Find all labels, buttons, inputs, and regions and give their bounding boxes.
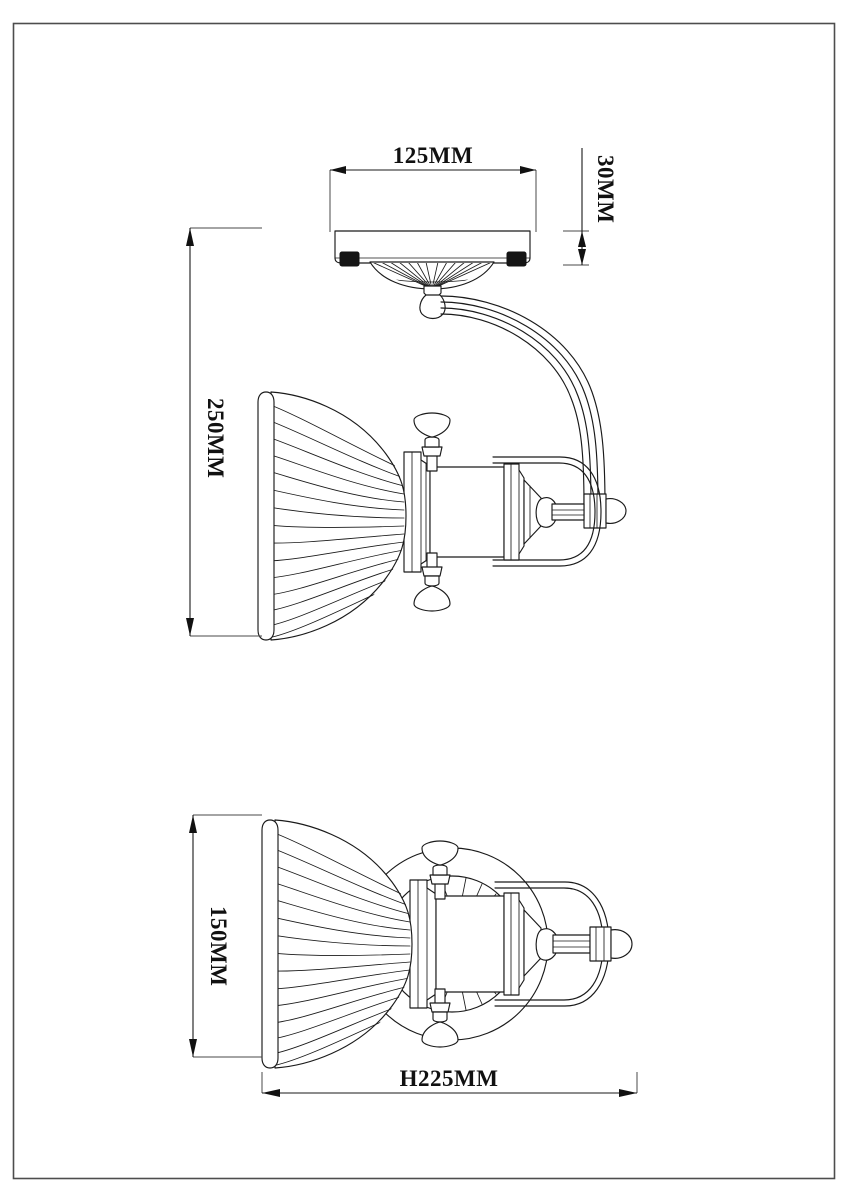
socket-sleeve-front bbox=[503, 892, 525, 996]
connecting-tube-front bbox=[552, 934, 591, 954]
shade-collar-front bbox=[409, 879, 437, 1009]
dim-label-fixture-height: 150MM bbox=[206, 906, 231, 986]
thumbscrew-knob-bottom bbox=[413, 585, 451, 612]
thumbscrew-neck-bottom-front bbox=[432, 1011, 448, 1023]
socket-body-front bbox=[435, 895, 505, 993]
connecting-tube bbox=[551, 503, 585, 521]
glass-shade-loop bbox=[492, 456, 602, 567]
dim-label-canopy-width: 125MM bbox=[393, 143, 473, 168]
curved-arm bbox=[440, 295, 606, 513]
dimension-canopy-width: 125MM bbox=[329, 143, 537, 232]
top-thumbscrew-front bbox=[421, 840, 459, 900]
shade-rim bbox=[257, 391, 275, 641]
thumbscrew-collar-bottom bbox=[421, 566, 443, 577]
lamp-head-front bbox=[409, 879, 633, 1009]
dim-label-projection: H225MM bbox=[400, 1066, 499, 1091]
thumbscrew-neck-bottom bbox=[424, 575, 440, 587]
socket-body bbox=[429, 466, 505, 558]
thumbscrew-neck-top-front bbox=[432, 864, 448, 876]
dim-label-overall-height: 250MM bbox=[203, 398, 228, 478]
arrow-left-icon-canopy-width bbox=[330, 166, 346, 174]
sheet-border bbox=[12, 22, 836, 1180]
thumbscrew-collar-top-front bbox=[429, 874, 451, 885]
bell-shade-front bbox=[261, 819, 413, 1069]
thumbscrew-knob-top bbox=[413, 412, 451, 438]
ceiling-canopy bbox=[334, 230, 531, 320]
bottom-thumbscrew-front bbox=[421, 988, 459, 1048]
socket-sleeve bbox=[503, 463, 525, 561]
dimension-canopy-height: 30MM bbox=[563, 148, 618, 266]
shade-outline bbox=[270, 391, 407, 641]
arm-end-finial bbox=[583, 493, 627, 529]
bell-shade-side bbox=[257, 391, 407, 641]
arm-end-ball bbox=[605, 498, 627, 524]
arrow-right-icon-canopy-width bbox=[520, 166, 536, 174]
arm-end-ball-front bbox=[610, 929, 633, 959]
arrow-down-icon-overall-height bbox=[186, 618, 194, 636]
thumbscrew-collar-bottom-front bbox=[429, 1002, 451, 1013]
arrow-down-icon-fixture-height bbox=[189, 1039, 197, 1057]
thumbscrew-stem-top-front bbox=[434, 882, 446, 900]
lamp-head bbox=[403, 451, 585, 573]
front-elevation-view bbox=[261, 819, 633, 1069]
thumbscrew-collar-top bbox=[421, 446, 443, 457]
dim-label-canopy-height: 30MM bbox=[593, 155, 618, 223]
shade-rim-front bbox=[261, 819, 279, 1069]
canopy-foot-left bbox=[339, 251, 360, 267]
canopy-ball-joint bbox=[419, 294, 446, 320]
arrow-up-icon-canopy-height bbox=[578, 231, 586, 247]
arrow-up-icon-overall-height bbox=[186, 228, 194, 246]
thumbscrew-knob-top-front bbox=[421, 840, 459, 866]
canopy-foot-right bbox=[506, 251, 527, 267]
top-thumbscrew bbox=[413, 412, 451, 472]
dimension-fixture-height: 150MM bbox=[189, 814, 262, 1058]
arrow-down-icon-canopy-height bbox=[578, 249, 586, 265]
thumbscrew-knob-bottom-front bbox=[421, 1021, 459, 1048]
arrow-left-icon-projection bbox=[262, 1089, 280, 1097]
dimension-projection: H225MM bbox=[261, 1066, 638, 1097]
arm-ferrule-front bbox=[589, 926, 612, 962]
thumbscrew-stem-top bbox=[426, 454, 438, 472]
bottom-thumbscrew bbox=[413, 552, 451, 612]
arrow-right-icon-projection bbox=[619, 1089, 637, 1097]
arrow-up-icon-fixture-height bbox=[189, 815, 197, 833]
dimension-overall-height: 250MM bbox=[186, 227, 262, 637]
thumbscrew-neck-top bbox=[424, 436, 440, 448]
side-elevation-view bbox=[257, 230, 627, 641]
shade-outline-front bbox=[274, 819, 413, 1069]
